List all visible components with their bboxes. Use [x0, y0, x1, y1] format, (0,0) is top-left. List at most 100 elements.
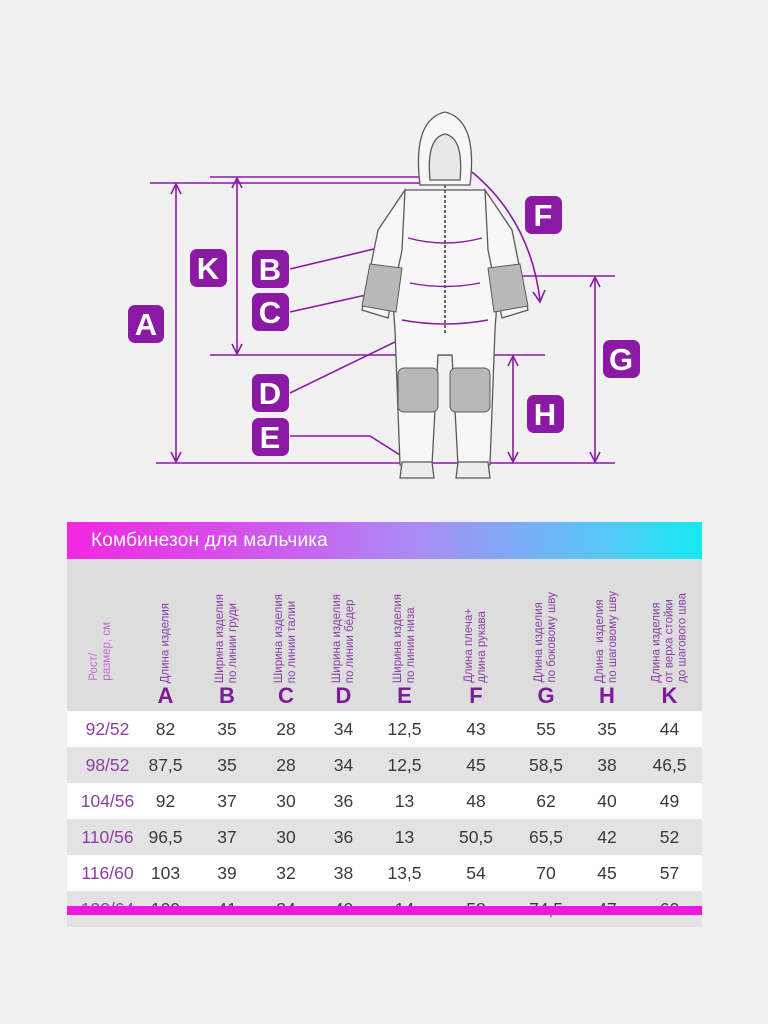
value-cell-d: 34: [333, 755, 354, 775]
value-cell-e: 13: [394, 791, 415, 811]
column-label: Длина изделия по боковому шву: [533, 592, 558, 683]
value-cell-a: 82: [155, 719, 176, 739]
value-cell-g: 62: [536, 791, 556, 811]
column-letter: B: [219, 683, 235, 708]
column-letter: K: [661, 683, 678, 708]
column-letter: H: [599, 683, 615, 708]
size-cell: 104/56: [80, 791, 135, 811]
svg-text:A: A: [135, 307, 157, 342]
size-table: Комбинезон для мальчика Рост/ размер, см…: [67, 522, 702, 927]
value-cell-k: 57: [659, 863, 680, 883]
table-row: 98/52 87,5 35 28 34 12,5 45 58,5 38 46,5: [67, 747, 702, 783]
badge-E: E: [252, 418, 289, 456]
value-cell-c: 30: [276, 827, 296, 847]
svg-text:C: C: [259, 295, 281, 330]
value-cell-d: 36: [333, 827, 354, 847]
size-cell: 92/52: [85, 719, 130, 739]
badge-B: B: [252, 250, 289, 288]
svg-text:E: E: [260, 420, 281, 455]
value-cell-a: 87,5: [148, 755, 183, 775]
column-label: Длина изделия по шаговому шву: [594, 591, 619, 683]
badge-G: G: [603, 340, 640, 378]
svg-text:H: H: [534, 397, 556, 432]
table-title: Комбинезон для мальчика: [91, 530, 328, 551]
badge-C: C: [252, 293, 289, 331]
column-letter: C: [278, 683, 294, 708]
svg-text:D: D: [259, 376, 281, 411]
value-cell-f: 54: [466, 863, 486, 883]
column-label: Ширина изделия по линии талии: [273, 593, 298, 683]
value-cell-h: 42: [597, 827, 617, 847]
size-cell: 116/60: [81, 863, 134, 883]
column-letter: A: [157, 683, 174, 708]
value-cell-b: 35: [217, 755, 237, 775]
column-letter: E: [397, 683, 412, 708]
value-cell-c: 30: [276, 791, 296, 811]
size-cell: 98/52: [85, 755, 130, 775]
size-cell: 110/56: [81, 827, 134, 847]
value-cell-e: 13: [394, 827, 415, 847]
size-header-label: Рост/ размер, см: [87, 622, 113, 681]
value-cell-a: 103: [150, 863, 181, 883]
value-cell-h: 35: [597, 719, 617, 739]
value-cell-b: 37: [217, 791, 237, 811]
badge-D: D: [252, 374, 289, 412]
value-cell-c: 28: [276, 755, 296, 775]
value-cell-h: 40: [597, 791, 617, 811]
column-label: Ширина изделия по линии низа: [391, 593, 417, 683]
value-cell-b: 35: [217, 719, 237, 739]
value-cell-g: 70: [536, 863, 556, 883]
column-header-k: Длина изделия от верха стойки до шаговог…: [637, 559, 702, 711]
value-cell-g: 55: [536, 719, 556, 739]
column-label: Длина изделия: [159, 602, 171, 683]
value-cell-c: 28: [276, 719, 296, 739]
value-cell-e: 12,5: [387, 719, 422, 739]
value-cell-k: 49: [659, 791, 680, 811]
value-cell-f: 45: [466, 755, 486, 775]
size-column-header: Рост/ размер, см: [67, 559, 134, 711]
garment-measurement-diagram: A K B C D E F G H: [128, 111, 640, 479]
column-label: Длина плеча+ длина рукава: [463, 608, 488, 683]
table-banner: Комбинезон для мальчика: [67, 522, 702, 559]
value-cell-f: 43: [466, 719, 486, 739]
value-cell-k: 46,5: [652, 755, 687, 775]
table-footer-bar: [67, 906, 702, 915]
value-cell-g: 65,5: [528, 827, 564, 847]
column-letter: F: [469, 683, 483, 708]
value-cell-c: 32: [276, 863, 296, 883]
value-cell-h: 45: [597, 863, 617, 883]
svg-text:K: K: [197, 251, 220, 286]
column-letter: D: [335, 683, 352, 708]
svg-text:B: B: [259, 252, 281, 287]
value-cell-h: 38: [597, 755, 617, 775]
value-cell-d: 36: [333, 791, 354, 811]
value-cell-f: 50,5: [458, 827, 494, 847]
value-cell-b: 37: [217, 827, 237, 847]
value-cell-e: 12,5: [387, 755, 422, 775]
column-label: Длина изделия от верха стойки до шаговог…: [650, 593, 688, 683]
value-cell-e: 13,5: [387, 863, 422, 883]
svg-text:F: F: [534, 198, 553, 233]
column-letter: G: [537, 683, 555, 708]
badge-A: A: [128, 305, 164, 343]
value-cell-k: 52: [659, 827, 680, 847]
badge-F: F: [525, 196, 562, 234]
value-cell-k: 44: [659, 719, 680, 739]
badge-K: K: [190, 249, 227, 287]
column-label: Ширина изделия по линии бёдер: [330, 593, 356, 683]
value-cell-g: 58,5: [528, 755, 564, 775]
value-cell-f: 48: [466, 791, 486, 811]
